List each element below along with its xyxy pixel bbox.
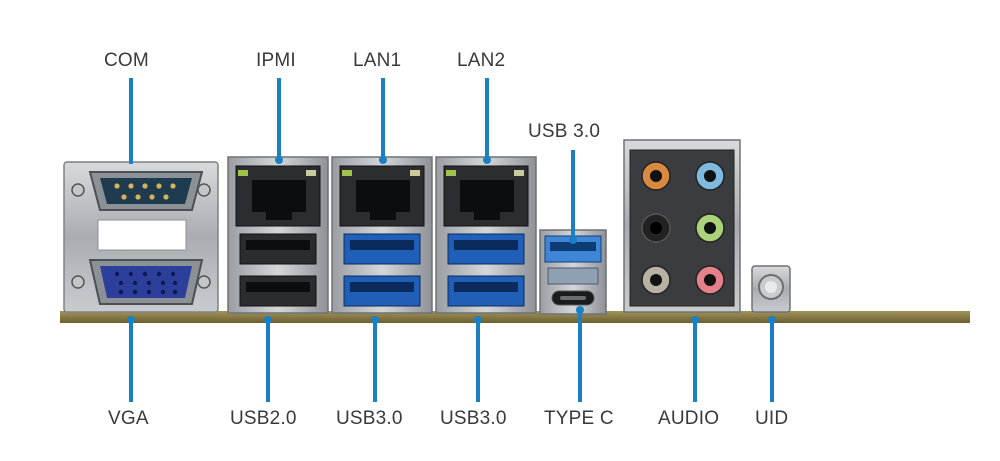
audio-jack-panel	[623, 139, 741, 313]
audio-leader-line	[693, 322, 697, 402]
motherboard-edge	[60, 311, 970, 323]
com-vga-bracket	[63, 161, 219, 313]
ipmi-label: IPMI	[256, 50, 296, 71]
com-leader-line	[129, 78, 133, 164]
ipmi-usb2-stack	[227, 156, 329, 314]
lan1-label: LAN1	[353, 50, 402, 71]
usb30-a-label: USB3.0	[336, 408, 403, 429]
usb3-typec-stack	[539, 229, 607, 315]
ipmi-leader-dot	[275, 156, 283, 164]
type-c-label: TYPE C	[544, 408, 614, 429]
usb30-top-leader-line	[571, 150, 575, 240]
vga-leader-dot	[127, 316, 135, 324]
com-label: COM	[104, 50, 149, 71]
usb30-b-leader-line	[476, 322, 480, 402]
uid-leader-line	[770, 322, 774, 402]
usb20-leader-line	[266, 322, 270, 402]
lan1-leader-dot	[379, 156, 387, 164]
vga-label: VGA	[108, 408, 149, 429]
vga-leader-line	[129, 322, 133, 402]
lan2-usb3-stack	[435, 156, 537, 314]
lan2-leader-dot	[483, 156, 491, 164]
uid-label: UID	[755, 408, 789, 429]
usb20-label: USB2.0	[230, 408, 297, 429]
usb30-top-label: USB 3.0	[528, 121, 601, 142]
lan1-usb3-stack	[331, 156, 433, 314]
lan1-leader-line	[381, 78, 385, 160]
usb30-a-leader-line	[373, 322, 377, 402]
ipmi-leader-line	[277, 78, 281, 160]
type-c-leader-line	[578, 310, 582, 402]
lan2-label: LAN2	[457, 50, 506, 71]
audio-leader-dot	[691, 316, 699, 324]
usb30-b-leader-dot	[474, 316, 482, 324]
usb30-top-leader-dot	[569, 236, 577, 244]
usb30-a-leader-dot	[371, 316, 379, 324]
usb20-leader-dot	[264, 316, 272, 324]
uid-button	[751, 265, 791, 313]
audio-label: AUDIO	[658, 408, 720, 429]
usb30-b-label: USB3.0	[440, 408, 507, 429]
uid-leader-dot	[768, 316, 776, 324]
type-c-leader-dot	[576, 306, 584, 314]
lan2-leader-line	[485, 78, 489, 160]
